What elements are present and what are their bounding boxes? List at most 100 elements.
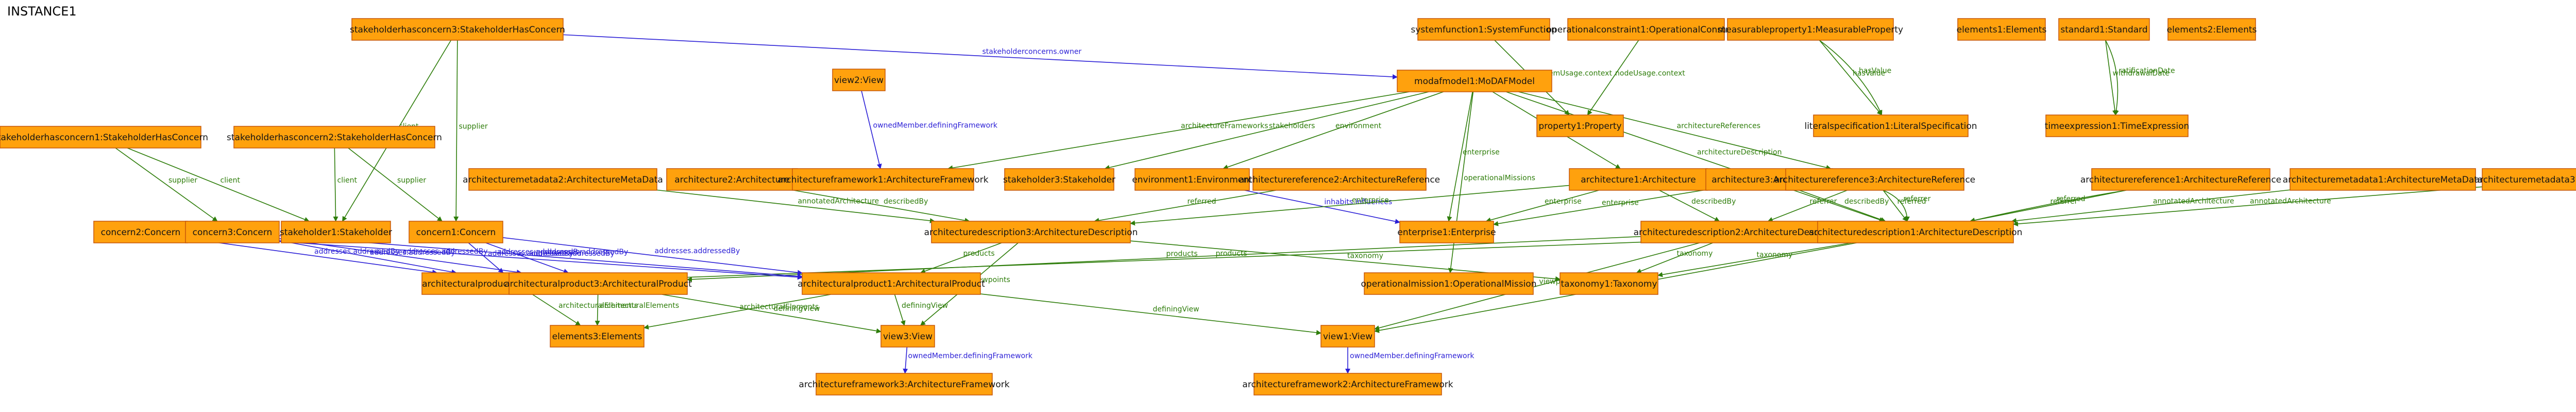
edge-line — [861, 90, 882, 169]
node-oc1[interactable]: operationalconstraint1:OperationalConstr… — [1547, 18, 1746, 41]
edge-line — [279, 240, 457, 275]
node-tax1[interactable]: taxonomy1:Taxonomy — [1560, 272, 1658, 295]
edge-label: ownedMember.definingFramework — [1350, 352, 1475, 360]
edge-amd2-ad3: annotatedArchitecture — [656, 189, 935, 223]
edge-line — [1130, 185, 1570, 226]
node-ap3[interactable]: architecturalproduct3:ArchitecturalProdu… — [504, 272, 692, 295]
node-amd2[interactable]: architecturemetadata2:ArchitectureMetaDa… — [463, 168, 663, 191]
edge-line — [894, 294, 906, 326]
node-c2[interactable]: concern2:Concern — [93, 221, 188, 243]
edge-line — [1223, 91, 1444, 170]
edge-label: environment — [1335, 122, 1382, 130]
node-af1[interactable]: architectureframework1:ArchitectureFrame… — [777, 168, 989, 191]
node-label: concern2:Concern — [101, 227, 181, 238]
edge-line — [1659, 190, 1720, 222]
node-ap1[interactable]: architecturalproduct1:ArchitecturalProdu… — [798, 272, 985, 295]
node-ad2[interactable]: architecturedescription2:ArchitectureDes… — [1634, 221, 1848, 243]
node-shc1[interactable]: stakeholderhasconcern1:StakeholderHasCon… — [0, 126, 208, 149]
node-sf1[interactable]: systemfunction1:SystemFunction — [1411, 18, 1557, 41]
node-amd1[interactable]: architecturemetadata1:ArchitectureMetaDa… — [2283, 168, 2483, 191]
node-box — [1813, 114, 1969, 137]
edge-line — [115, 147, 218, 222]
edge-view2-af1: ownedMember.definingFramework — [861, 90, 998, 169]
node-view3[interactable]: view3:View — [880, 325, 935, 348]
edge-label: ownedMember.definingFramework — [908, 352, 1033, 360]
node-sh1[interactable]: stakeholder1:Stakeholder — [280, 221, 392, 243]
node-view2[interactable]: view2:View — [832, 69, 886, 91]
node-label: property1:Property — [1538, 121, 1621, 131]
node-box — [2045, 114, 2189, 137]
edge-std1-te1-2: ratificationDate — [2105, 40, 2175, 116]
node-box — [931, 221, 1131, 243]
edge-env1-ent1: inhabits.influences — [1244, 190, 1400, 224]
node-el2[interactable]: elements2:Elements — [2167, 18, 2257, 41]
edge-label: enterprise — [1463, 149, 1500, 157]
node-label: architectureframework2:ArchitectureFrame… — [1242, 380, 1453, 390]
node-ar2[interactable]: architecturereference2:ArchitectureRefer… — [1239, 168, 1440, 191]
diagram-title: INSTANCE1 — [7, 4, 77, 19]
edge-label: products — [963, 250, 995, 258]
edge-label: ownedMember.definingFramework — [873, 122, 998, 130]
edge-label: taxonomy — [1347, 252, 1383, 260]
node-mp1[interactable]: measurableproperty1:MeasurableProperty — [1718, 18, 1903, 41]
edge-line — [2105, 40, 2119, 116]
node-box — [281, 221, 391, 243]
edge-line — [502, 237, 803, 275]
node-box — [832, 69, 886, 91]
node-box — [1640, 221, 1840, 243]
edge-line — [348, 147, 443, 222]
node-box — [1957, 18, 2046, 41]
node-arch2[interactable]: architecture2:Architecture — [666, 168, 798, 191]
node-shc3[interactable]: stakeholderhasconcern3:StakeholderHasCon… — [350, 18, 565, 41]
node-sh3[interactable]: stakeholder3:Stakeholder — [1003, 168, 1115, 191]
edge-line — [656, 189, 935, 223]
node-ls1[interactable]: literalspecification1:LiteralSpecificati… — [1804, 114, 1977, 137]
edge-ap1-el3: architecturalElements — [643, 294, 831, 330]
edge-ap3-el3: architecturalElements — [595, 294, 679, 326]
node-ar3[interactable]: architecturereference3:ArchitectureRefer… — [1774, 168, 1975, 191]
node-arch1[interactable]: architecture1:Architecture — [1569, 168, 1708, 191]
edge-label: addresses.addressedBy — [497, 248, 583, 256]
node-label: architectureframework3:ArchitectureFrame… — [799, 380, 1009, 390]
node-el3[interactable]: elements3:Elements — [550, 325, 645, 348]
edge-line — [468, 242, 504, 273]
edge-c3-ap3: addresses.addressedBy — [279, 238, 522, 275]
node-ad3[interactable]: architecturedescription3:ArchitectureDes… — [924, 221, 1138, 243]
node-te1[interactable]: timeexpression1:TimeExpression — [2045, 114, 2190, 137]
node-ar1[interactable]: architecturereference1:ArchitectureRefer… — [2080, 168, 2281, 191]
node-ad1[interactable]: architecturedescription1:ArchitectureDes… — [1809, 221, 2023, 243]
node-om1[interactable]: operationalmission1:OperationalMission — [1361, 272, 1537, 295]
node-box — [1560, 272, 1658, 295]
node-box — [1536, 114, 1624, 137]
node-af3[interactable]: architectureframework3:ArchitectureFrame… — [799, 373, 1010, 395]
edge-ad1-ap2: products — [609, 235, 1818, 283]
edge-line — [2011, 189, 2291, 223]
node-label: architecture1:Architecture — [1581, 175, 1696, 185]
node-prop1[interactable]: property1:Property — [1536, 114, 1624, 137]
node-box — [409, 221, 503, 243]
edge-modaf-ent1: enterprise — [1447, 91, 1500, 222]
edge-line — [1767, 190, 1848, 222]
edge-arch1-ad3: enterprise — [1130, 185, 1570, 226]
node-c3[interactable]: concern3:Concern — [185, 221, 280, 243]
node-std1[interactable]: standard1:Standard — [2058, 18, 2150, 41]
edge-ar3-ad2: referrer — [1767, 190, 1848, 222]
edge-line — [333, 147, 338, 222]
edge-label: addresses.addressedBy — [314, 248, 400, 256]
node-c1[interactable]: concern1:Concern — [409, 221, 503, 243]
node-amd3[interactable]: architecturemetadata3:ArchitectureMetaDa… — [2475, 168, 2576, 191]
edge-label: annotatedArchitecture — [2153, 197, 2234, 206]
node-env1[interactable]: environment1:Environment — [1132, 168, 1252, 191]
node-modaf[interactable]: modafmodel1:MoDAFModel — [1397, 70, 1552, 92]
node-ent1[interactable]: enterprise1:Enterprise — [1397, 221, 1496, 243]
edge-line — [1518, 91, 1832, 170]
node-label: architecturalproduct3:ArchitecturalProdu… — [504, 279, 692, 289]
edge-line — [595, 294, 600, 326]
node-shc2[interactable]: stakeholderhasconcern2:StakeholderHasCon… — [227, 126, 442, 149]
node-view1[interactable]: view1:View — [1320, 325, 1375, 348]
node-box — [816, 373, 993, 395]
edge-label: referrer — [1810, 197, 1837, 206]
node-af2[interactable]: architectureframework2:ArchitectureFrame… — [1242, 373, 1453, 395]
edge-label: supplier — [168, 176, 197, 185]
node-el1[interactable]: elements1:Elements — [1957, 18, 2047, 41]
